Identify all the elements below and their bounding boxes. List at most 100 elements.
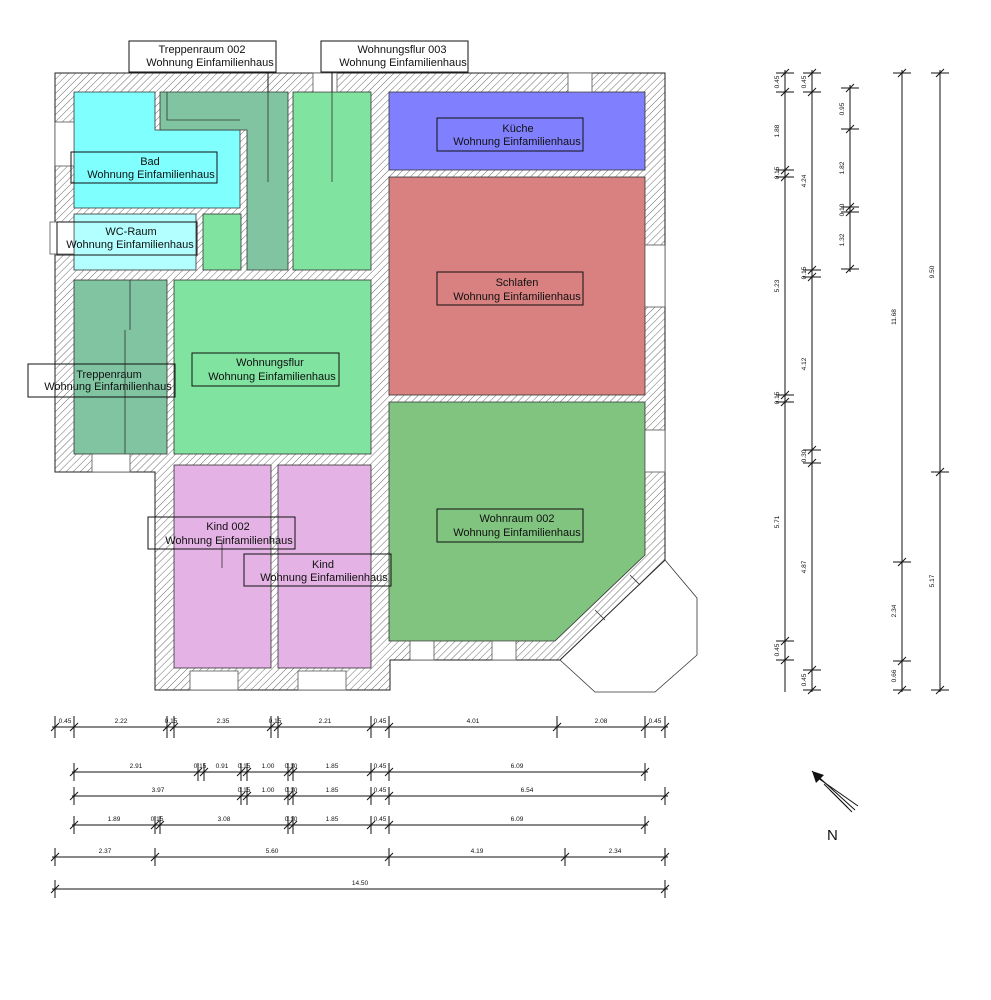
svg-text:1.00: 1.00 <box>262 763 275 770</box>
svg-text:2.91: 2.91 <box>130 763 143 770</box>
svg-text:3.97: 3.97 <box>152 787 165 794</box>
svg-text:5.17: 5.17 <box>929 574 936 587</box>
svg-text:0.15: 0.15 <box>151 816 164 823</box>
svg-text:4.12: 4.12 <box>801 357 808 370</box>
svg-text:2.22: 2.22 <box>115 718 128 725</box>
label-kueche: Küche <box>502 123 533 135</box>
label-treppenraum: Treppenraum <box>76 369 142 381</box>
svg-text:5.23: 5.23 <box>774 279 781 292</box>
svg-text:4.24: 4.24 <box>801 174 808 187</box>
svg-text:0.10: 0.10 <box>285 763 298 770</box>
svg-text:2.21: 2.21 <box>319 718 332 725</box>
svg-text:5.71: 5.71 <box>774 515 781 528</box>
svg-text:2.08: 2.08 <box>595 718 608 725</box>
svg-text:0.15: 0.15 <box>774 166 781 179</box>
svg-text:0.91: 0.91 <box>216 763 229 770</box>
svg-text:0.10: 0.10 <box>839 203 846 216</box>
label-kueche-sub: Wohnung Einfamilienhaus <box>453 136 581 148</box>
svg-text:0.45: 0.45 <box>374 718 387 725</box>
label-bad: Bad <box>140 156 160 168</box>
room-treppenraum[interactable] <box>73 279 168 455</box>
svg-text:4.01: 4.01 <box>467 718 480 725</box>
svg-text:0.45: 0.45 <box>801 75 808 88</box>
windows <box>49 72 666 691</box>
label-box-kueche <box>436 117 584 152</box>
label-schlafen: Schlafen <box>496 277 539 289</box>
svg-text:9.50: 9.50 <box>929 265 936 278</box>
label-wohnungsflur-sub: Wohnung Einfamilienhaus <box>208 371 336 383</box>
north-label: N <box>827 827 838 844</box>
room-treppenraum-002[interactable] <box>159 91 289 271</box>
bay-window-outline <box>559 559 698 693</box>
svg-text:1.89: 1.89 <box>108 816 121 823</box>
room-wohnungsflur[interactable] <box>173 279 372 455</box>
north-arrow-icon <box>812 771 824 783</box>
svg-text:0.15: 0.15 <box>165 718 178 725</box>
room-kind-002[interactable] <box>173 464 272 669</box>
svg-text:0.45: 0.45 <box>649 718 662 725</box>
label-kind-sub: Wohnung Einfamilienhaus <box>260 572 388 584</box>
label-treppenraum-002: Treppenraum 002 <box>158 44 245 56</box>
label-treppenraum-sub: Wohnung Einfamilienhaus <box>44 381 172 393</box>
svg-text:0.66: 0.66 <box>891 669 898 682</box>
svg-text:1.88: 1.88 <box>774 124 781 137</box>
svg-text:2.35: 2.35 <box>217 718 230 725</box>
label-schlafen-sub: Wohnung Einfamilienhaus <box>453 291 581 303</box>
svg-text:5.60: 5.60 <box>266 848 279 855</box>
svg-text:0.45: 0.45 <box>59 718 72 725</box>
label-wohnungsflur-003: Wohnungsflur 003 <box>357 44 446 56</box>
room-kueche[interactable] <box>388 91 646 171</box>
svg-text:14.50: 14.50 <box>352 880 369 887</box>
label-wohnungsflur-003-sub: Wohnung Einfamilienhaus <box>339 57 467 69</box>
label-kind: Kind <box>312 559 334 571</box>
label-box-wohnungsflur <box>191 352 340 387</box>
svg-text:3.08: 3.08 <box>218 816 231 823</box>
label-box-wohnraum-002 <box>436 508 584 543</box>
north-arrow: N <box>811 770 859 844</box>
label-wohnraum-002: Wohnraum 002 <box>479 513 554 525</box>
svg-text:0.45: 0.45 <box>774 643 781 656</box>
svg-text:0.30: 0.30 <box>801 449 808 462</box>
svg-text:0.10: 0.10 <box>285 787 298 794</box>
svg-text:4.87: 4.87 <box>801 560 808 573</box>
svg-text:2.34: 2.34 <box>609 848 622 855</box>
svg-text:6.09: 6.09 <box>511 816 524 823</box>
svg-text:1.85: 1.85 <box>326 763 339 770</box>
svg-text:0.45: 0.45 <box>374 787 387 794</box>
label-wohnraum-002-sub: Wohnung Einfamilienhaus <box>453 527 581 539</box>
svg-text:0.45: 0.45 <box>374 816 387 823</box>
svg-text:0.10: 0.10 <box>285 816 298 823</box>
room-wohnraum-002[interactable] <box>388 401 646 642</box>
room-wc-raum[interactable] <box>73 213 197 271</box>
label-wc-raum: WC-Raum <box>105 226 156 238</box>
label-box-wohnungsflur-003 <box>320 40 469 73</box>
svg-text:0.45: 0.45 <box>801 673 808 686</box>
label-kind-002-sub: Wohnung Einfamilienhaus <box>165 535 293 547</box>
label-bad-sub: Wohnung Einfamilienhaus <box>87 169 215 181</box>
label-box-wc-raum <box>56 221 198 256</box>
svg-text:1.32: 1.32 <box>839 233 846 246</box>
label-box-treppenraum <box>27 363 176 398</box>
room-schlafen[interactable] <box>388 176 646 396</box>
room-flur-small[interactable] <box>202 213 242 271</box>
svg-text:6.54: 6.54 <box>521 787 534 794</box>
svg-text:0.95: 0.95 <box>839 102 846 115</box>
svg-text:0.15: 0.15 <box>238 763 251 770</box>
label-box-schlafen <box>436 271 584 306</box>
svg-text:0.45: 0.45 <box>774 75 781 88</box>
room-labels: Treppenraum 002 Wohnung Einfamilienhaus … <box>27 40 584 587</box>
room-kind[interactable] <box>277 464 372 669</box>
vertical-dimensions: 0.45 1.88 0.15 5.23 0.15 5.71 0.45 0.45 … <box>774 68 949 695</box>
label-wc-raum-sub: Wohnung Einfamilienhaus <box>66 239 194 251</box>
svg-text:0.15: 0.15 <box>801 266 808 279</box>
svg-text:2.34: 2.34 <box>891 604 898 617</box>
svg-text:2.37: 2.37 <box>99 848 112 855</box>
svg-text:0.45: 0.45 <box>374 763 387 770</box>
svg-text:0.15: 0.15 <box>238 787 251 794</box>
svg-text:0.15: 0.15 <box>194 763 207 770</box>
label-box-bad <box>70 151 218 184</box>
label-box-kind-002 <box>147 516 296 550</box>
svg-text:1.00: 1.00 <box>262 787 275 794</box>
svg-text:0.15: 0.15 <box>269 718 282 725</box>
